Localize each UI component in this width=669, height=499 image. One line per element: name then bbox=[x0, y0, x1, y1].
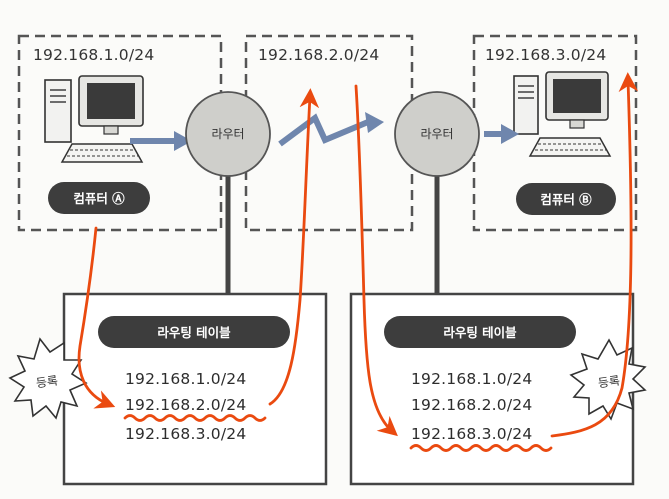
underline-table2-entry bbox=[409, 444, 553, 452]
router-label-2: 라우터 bbox=[420, 127, 453, 141]
routing-table-title-1: 라우팅 테이블 bbox=[98, 316, 290, 348]
computer-a-pill: 컴퓨터 Ⓐ bbox=[48, 182, 150, 214]
computer-b-label: 컴퓨터 Ⓑ bbox=[540, 192, 592, 207]
packet-arrow-zigzag bbox=[278, 112, 384, 147]
network-label-2: 192.168.2.0/24 bbox=[258, 46, 379, 64]
computer-icon-a bbox=[44, 75, 144, 163]
underline-table1-entry bbox=[123, 414, 267, 422]
computer-a-label: 컴퓨터 Ⓐ bbox=[73, 191, 125, 206]
router-1: 라우터 bbox=[185, 91, 271, 177]
routing-table-title-2: 라우팅 테이블 bbox=[384, 316, 576, 348]
routing-table-title-label-1: 라우팅 테이블 bbox=[157, 325, 231, 340]
table2-entry-3: 192.168.3.0/24 bbox=[411, 425, 532, 443]
table1-entry-3: 192.168.3.0/24 bbox=[125, 425, 246, 443]
network-box-1 bbox=[17, 34, 223, 232]
register-burst-label-2: 등록 bbox=[597, 374, 621, 391]
table1-entry-2: 192.168.2.0/24 bbox=[125, 396, 246, 414]
trace-a-to-table1 bbox=[77, 226, 116, 409]
trace-net2-to-table2 bbox=[354, 84, 398, 437]
trace-table2-to-b bbox=[550, 72, 639, 438]
network-label-1: 192.168.1.0/24 bbox=[33, 46, 154, 64]
network-box-2 bbox=[244, 34, 414, 232]
router-2: 라우터 bbox=[394, 91, 480, 177]
router-label-1: 라우터 bbox=[211, 127, 244, 141]
table2-entry-1: 192.168.1.0/24 bbox=[411, 370, 532, 388]
lookup-trace bbox=[77, 72, 639, 452]
packet-arrow-router-to-b bbox=[484, 124, 519, 144]
table2-entry-2: 192.168.2.0/24 bbox=[411, 396, 532, 414]
network-label-3: 192.168.3.0/24 bbox=[485, 46, 606, 64]
table1-entry-1: 192.168.1.0/24 bbox=[125, 370, 246, 388]
routing-table-title-label-2: 라우팅 테이블 bbox=[443, 325, 517, 340]
computer-icon-b bbox=[513, 71, 612, 157]
computer-b-pill: 컴퓨터 Ⓑ bbox=[516, 183, 616, 215]
register-burst-1: 등록 bbox=[8, 337, 88, 420]
trace-table1-to-net2 bbox=[268, 88, 320, 406]
packet-arrow-a-to-router bbox=[130, 131, 192, 151]
register-burst-label-1: 등록 bbox=[35, 374, 59, 391]
